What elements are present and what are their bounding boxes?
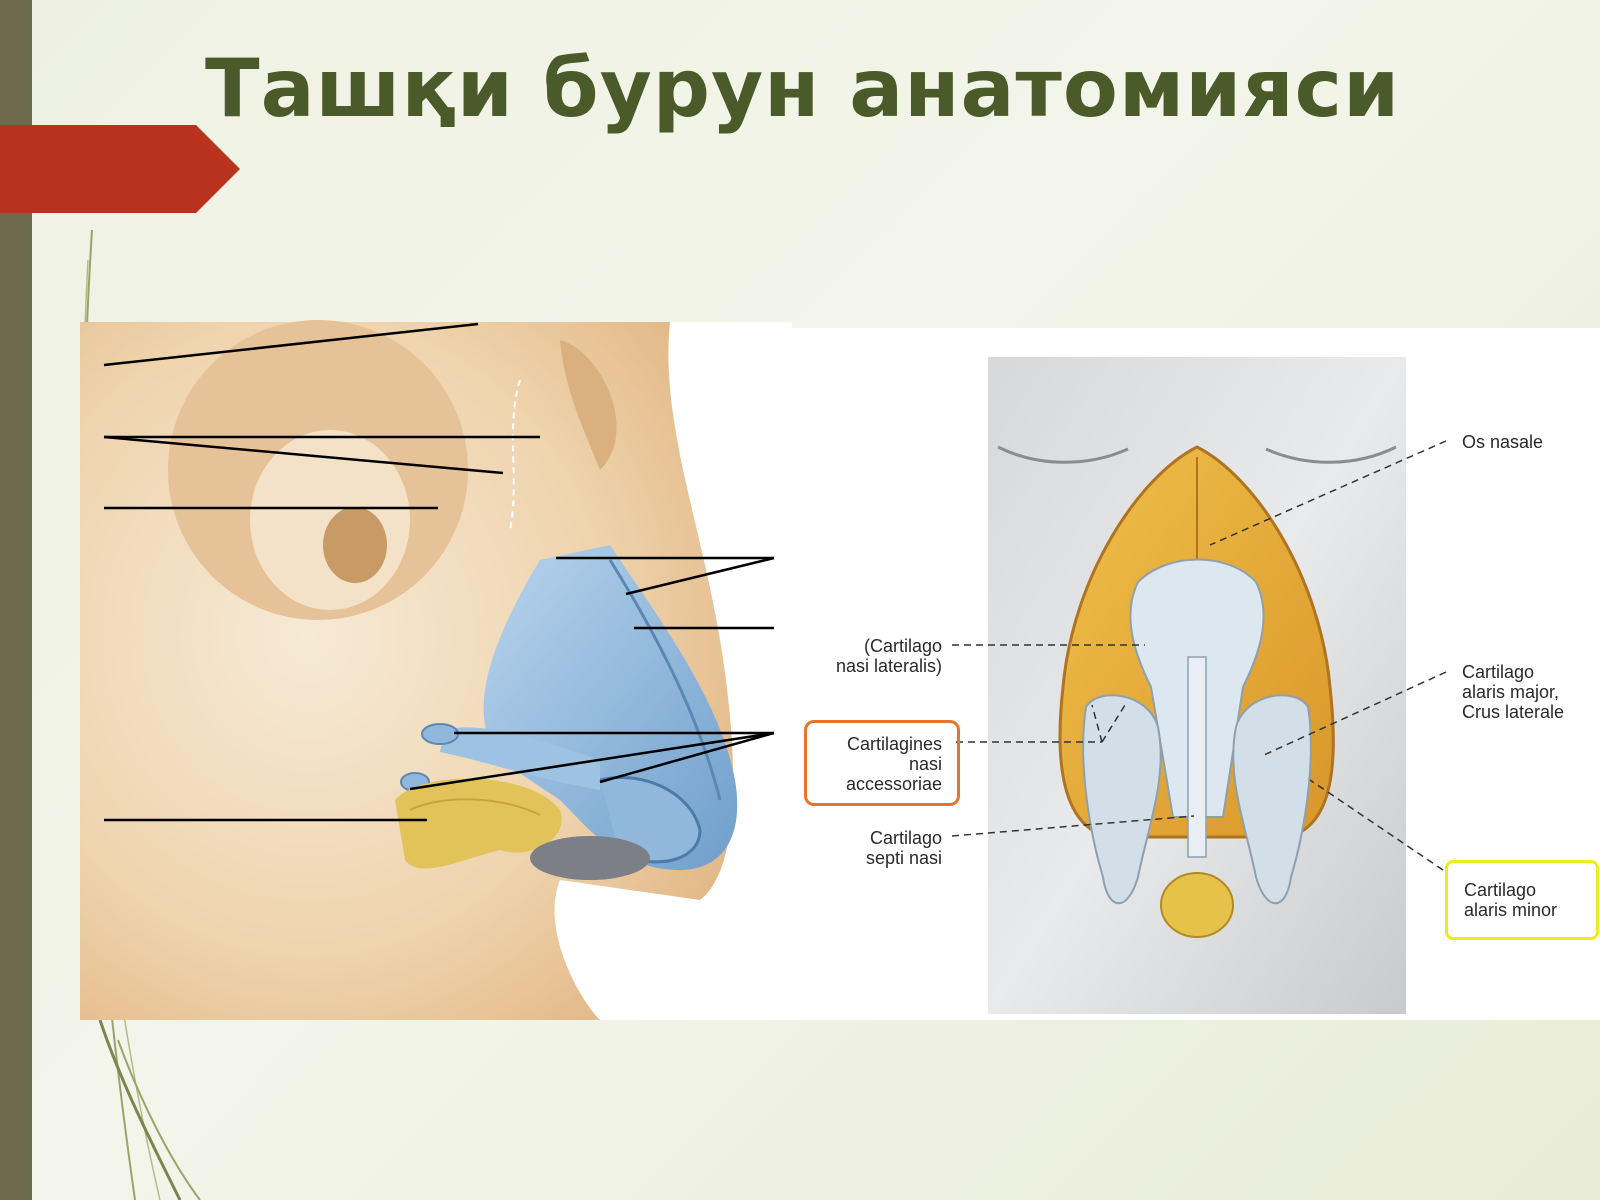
frontal-nose-illustration [988,357,1406,1014]
highlight-box-accessoriae [804,720,960,806]
slide-title: Ташқи бурун анатомияси [205,42,1401,135]
left-eyelid [997,445,1129,464]
label-cartilago-alaris-major: Cartilago alaris major, Crus laterale [1462,662,1565,722]
right-eyelid [1265,445,1397,464]
label-cartilago-septi-nasi: Cartilago septi nasi [865,828,942,868]
label-cartilagines-nasi-accessoriae: Cartilagines nasi accessoriae [845,734,942,794]
label-os-nasale: Os nasale [1462,432,1544,452]
leader-lines-lateral [103,322,775,822]
title-arrow-tab [0,125,240,213]
lateral-nose-illustration [80,320,775,1020]
label-cartilago-nasi-lateralis: (Cartilago nasi lateralis) [835,636,942,676]
label-cartilago-alaris-minor: Cartilago alaris minor [1464,880,1558,920]
highlight-box-alaris-minor [1445,860,1599,940]
nasal-tip-shape [1160,872,1234,938]
